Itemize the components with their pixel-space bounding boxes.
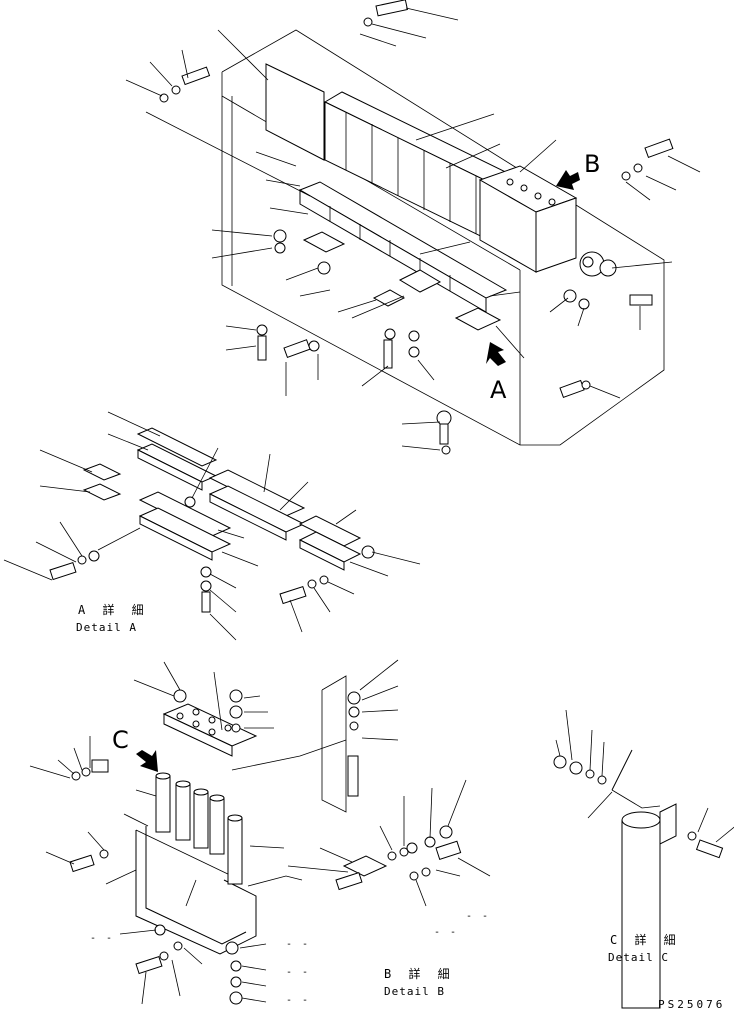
blank-marker: - - [286, 995, 311, 1006]
detail-a-rails [82, 427, 362, 571]
blank-marker: - - [466, 911, 491, 922]
detail-a-title-en: Detail A [76, 621, 137, 634]
detail-a-leader-lines [3, 411, 421, 641]
detail-c-drawing [553, 709, 734, 1009]
relay-block [323, 91, 524, 249]
view-label-c: C [112, 726, 129, 754]
detail-c-bracket [659, 803, 677, 845]
view-arrow-c-icon [136, 750, 158, 772]
fuse-clip [321, 675, 361, 813]
fuse-box [478, 165, 578, 273]
fuse-holder-frame [135, 703, 258, 955]
main-fasteners [159, 0, 674, 455]
view-arrow-b-icon [556, 170, 580, 190]
rotary-switch [579, 251, 617, 277]
view-label-a: A [490, 376, 507, 404]
blank-marker: - - [286, 967, 311, 978]
detail-c-leader-lines [555, 709, 734, 843]
main-assembly [125, 0, 701, 455]
view-label-b: B [584, 150, 601, 178]
cover-plate [265, 63, 325, 161]
detail-b-title-en: Detail B [384, 985, 445, 998]
blank-marker: - - [286, 939, 311, 950]
mounting-brackets [302, 231, 502, 331]
detail-b-leader-lines [29, 659, 491, 1005]
detail-c-title-en: Detail C [608, 951, 669, 964]
detail-a-drawing [3, 411, 421, 641]
detail-c-title-jp: C 詳 細 [610, 933, 681, 947]
detail-b-drawing [29, 659, 491, 1005]
detail-b-title-jp: B 詳 細 [384, 967, 455, 981]
main-leader-lines [125, 7, 701, 451]
detail-a-title-jp: A 詳 細 [78, 603, 149, 617]
blank-marker: - - [434, 927, 459, 938]
detail-b-fasteners [69, 689, 462, 1005]
detail-a-fasteners [49, 496, 375, 613]
view-arrow-a-icon [486, 342, 506, 366]
fuse-cylinders [155, 772, 243, 885]
drawing-code: PS25076 [658, 998, 726, 1011]
blank-marker: - - [90, 933, 115, 944]
